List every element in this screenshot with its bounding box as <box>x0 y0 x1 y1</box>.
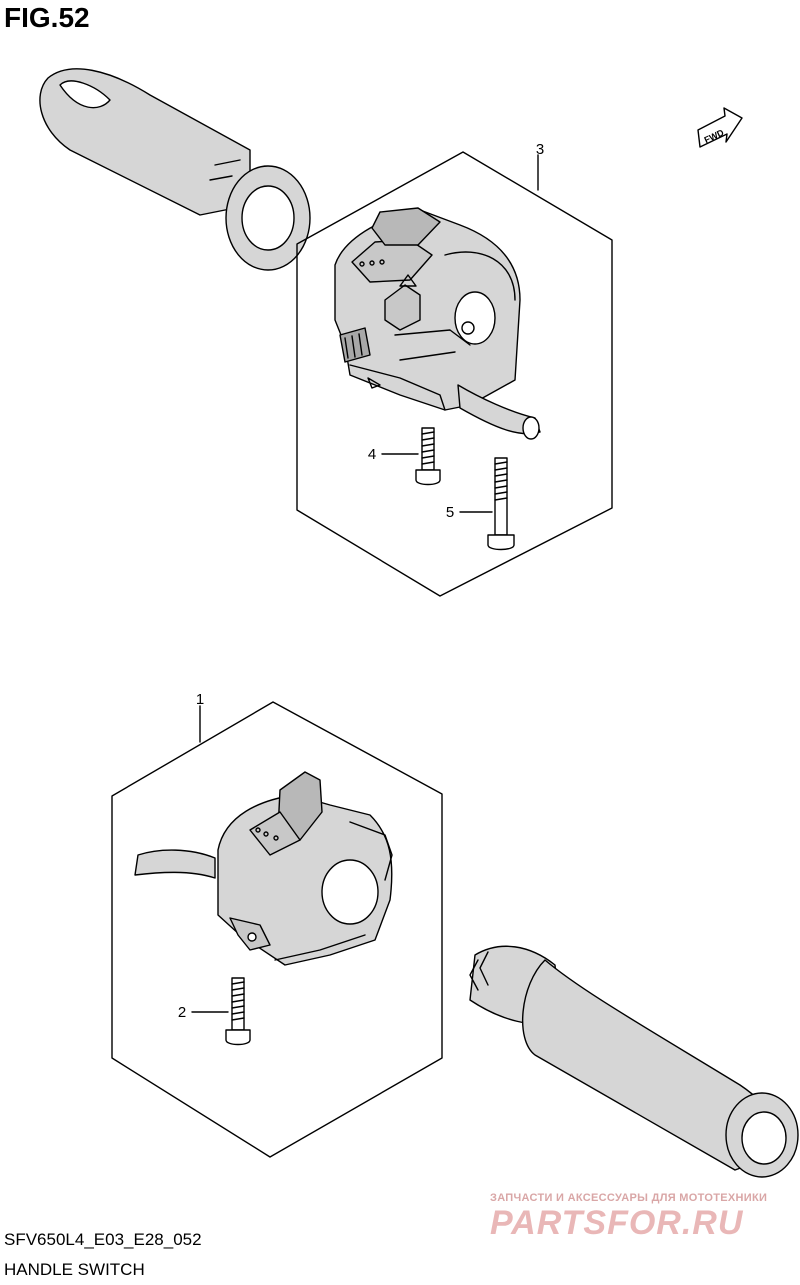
figure-code: SFV650L4_E03_E28_052 <box>4 1230 202 1249</box>
watermark-tagline: ЗАПЧАСТИ И АКСЕССУАРЫ ДЛЯ МОТОТЕХНИКИ <box>490 1192 768 1204</box>
screw-4[interactable] <box>415 427 441 486</box>
callout-4: 4 <box>368 446 376 463</box>
left-handle-switch[interactable] <box>134 771 393 966</box>
screw-5[interactable] <box>487 457 515 551</box>
callout-3: 3 <box>536 141 544 158</box>
right-handle-switch[interactable] <box>334 207 541 440</box>
screw-2[interactable] <box>225 977 251 1046</box>
figure-title: FIG.52 <box>4 2 90 33</box>
assembly-frame-1 <box>111 701 443 1158</box>
left-handlebar-grip[interactable] <box>39 68 311 271</box>
callout-2: 2 <box>178 1004 186 1021</box>
watermark-brand: PARTSFOR.RU <box>490 1204 744 1242</box>
callout-1: 1 <box>196 691 204 708</box>
fwd-direction-badge: FWD <box>697 107 743 148</box>
throttle-grip[interactable] <box>469 945 799 1178</box>
callout-5: 5 <box>446 504 454 521</box>
figure-name: HANDLE SWITCH <box>4 1260 145 1279</box>
assembly-frame-3 <box>296 151 613 597</box>
